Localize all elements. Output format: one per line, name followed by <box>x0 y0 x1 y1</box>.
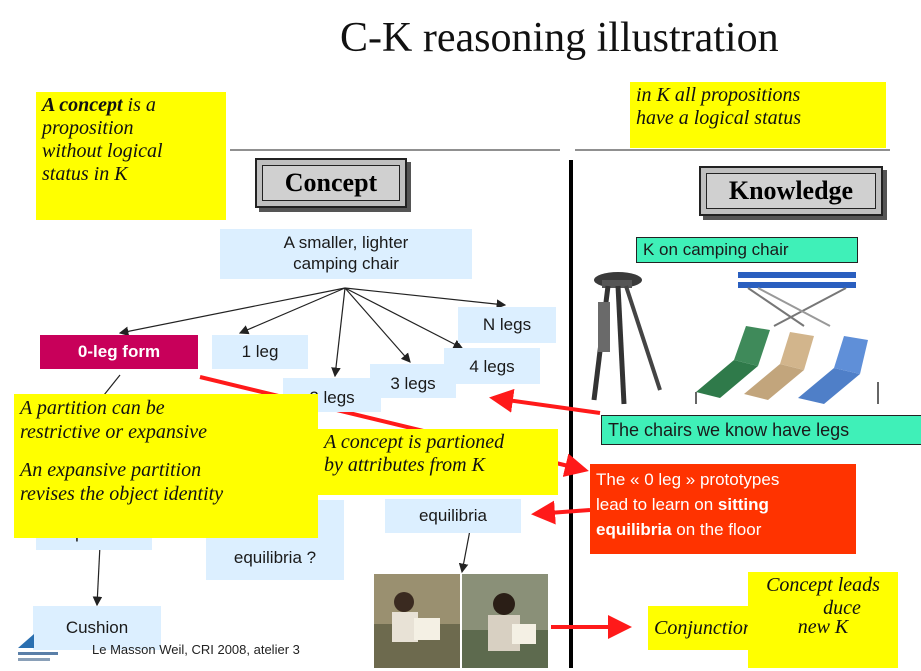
prototype-line1: The « 0 leg » prototypes <box>596 470 780 489</box>
floor-sitting-photos <box>374 574 548 668</box>
note-leads-line1: Concept leads <box>766 574 880 596</box>
note-concept-line4: status in K <box>42 163 128 185</box>
prototype-bold-equilibria: equilibria <box>596 520 672 539</box>
node-cushion: Cushion <box>33 606 161 650</box>
note-partition-line2: restrictive or expansive <box>20 421 207 443</box>
note-expansive-line2: revises the object identity <box>20 483 224 505</box>
root-node-line2: camping chair <box>293 254 399 273</box>
tripod-stool-image <box>591 272 662 405</box>
node-equilibria: equilibria <box>385 499 521 533</box>
concept-header-label: Concept <box>262 165 400 201</box>
note-concept-line1: is a <box>122 94 156 116</box>
prototype-line2: lead to learn on <box>596 495 718 514</box>
root-node: A smaller, lighter camping chair <box>220 229 472 279</box>
node-four-legs: 4 legs <box>444 348 540 384</box>
note-concept-bold: A concept <box>42 94 123 116</box>
node-n-legs: N legs <box>458 307 556 343</box>
prototype-line3: on the floor <box>671 520 762 539</box>
concept-header: Concept <box>255 158 407 208</box>
label-chairs-have-legs: The chairs we know have legs <box>601 415 921 445</box>
note-partitioned-by-attributes: A concept is partioned by attributes fro… <box>318 429 558 495</box>
node-three-legs: 3 legs <box>370 364 456 398</box>
node-zero-leg-form: 0-leg form <box>40 335 198 369</box>
note-partitioned-line2: by attributes from K <box>324 454 485 476</box>
school-logo-icon <box>18 634 58 661</box>
note-k-status: in K all propositions have a logical sta… <box>630 82 886 148</box>
node-made-line2: equilibria ? <box>233 548 317 567</box>
node-one-leg: 1 leg <box>212 335 308 369</box>
note-expansive-line1: An expansive partition <box>20 459 202 481</box>
concept-tree-edges <box>92 287 507 607</box>
label-k-on-camping-chair: K on camping chair <box>636 237 858 263</box>
note-leads-line2: duce <box>823 597 861 619</box>
folding-chairs-image <box>695 326 879 404</box>
note-concept-leads: Concept leads duce new K <box>748 572 898 668</box>
note-concept-definition: A concept is a proposition without logic… <box>36 92 226 220</box>
school-logo <box>14 628 64 666</box>
note-partition: A partition can be restrictive or expans… <box>14 394 318 538</box>
folding-stool-image <box>738 272 856 327</box>
root-node-line1: A smaller, lighter <box>283 233 409 252</box>
prototype-learning-box: The « 0 leg » prototypes lead to learn o… <box>590 464 856 554</box>
note-partition-line1: A partition can be <box>20 397 165 419</box>
note-k-status-line1: in K all propositions <box>636 84 801 106</box>
slide-title: C-K reasoning illustration <box>340 15 779 61</box>
knowledge-header-label: Knowledge <box>706 173 876 209</box>
prototype-bold-sitting: sitting <box>717 495 769 514</box>
knowledge-header: Knowledge <box>699 166 883 216</box>
note-concept-line3: without logical <box>42 140 163 162</box>
note-k-status-line2: have a logical status <box>636 107 801 129</box>
footer-credit: Le Masson Weil, CRI 2008, atelier 3 <box>92 642 300 657</box>
note-partitioned-line1: A concept is partioned <box>324 431 505 453</box>
note-concept-line2: proposition <box>42 117 134 139</box>
note-leads-line3: new K <box>797 616 849 638</box>
